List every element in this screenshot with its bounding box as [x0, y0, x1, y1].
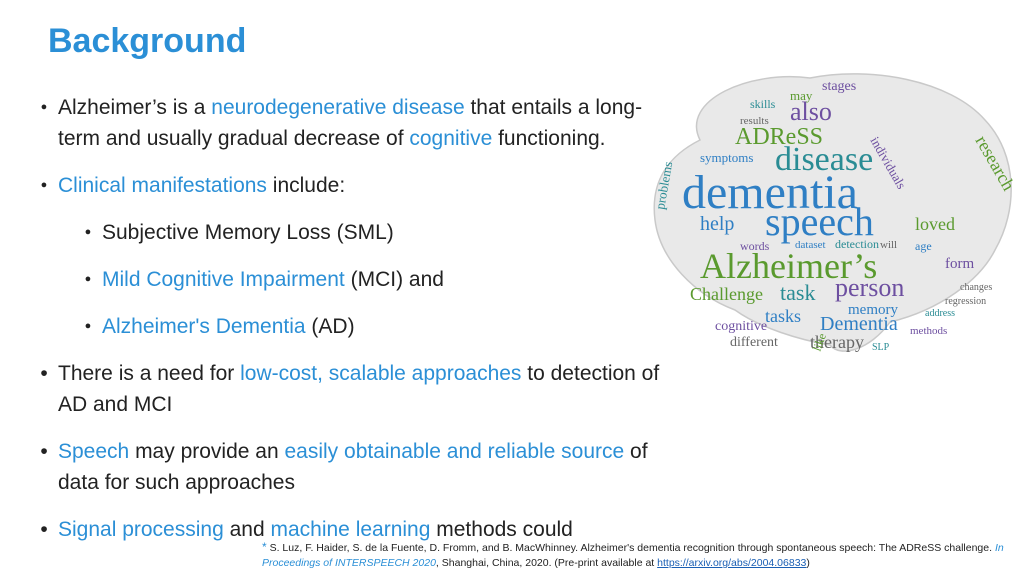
cloud-word: therapy: [810, 332, 864, 352]
cloud-word: skills: [750, 97, 776, 111]
cloud-word: also: [790, 97, 832, 126]
highlight: cognitive: [409, 127, 493, 150]
cloud-word: task: [780, 280, 815, 305]
highlight: easily obtainable and reliable source: [284, 440, 625, 463]
bullet-dot-icon: ●: [84, 226, 92, 238]
bullet-list: ● Alzheimer’s is a neurodegenerative dis…: [36, 92, 666, 545]
cloud-word: Dementia: [820, 313, 898, 335]
cloud-word: may: [790, 88, 813, 103]
text: (MCI) and: [344, 268, 444, 291]
highlight: machine learning: [270, 518, 431, 541]
text: may provide an: [129, 440, 285, 463]
text: that entails a long-term and usually gra…: [58, 96, 643, 150]
cloud-word: loved: [915, 214, 955, 234]
text: to detection of AD and MCI: [58, 362, 660, 416]
citation-footnote: * S. Luz, F. Haider, S. de la Fuente, D.…: [262, 540, 1022, 571]
bullet-signal-processing: • Signal processing and machine learning…: [36, 514, 666, 545]
cloud-word: tasks: [765, 306, 801, 326]
cloud-word: stages: [822, 79, 856, 94]
cloud-word: person: [835, 273, 904, 302]
cloud-word: form: [945, 256, 974, 272]
brain-word-cloud: may stages skills also results ADReSS sy…: [652, 73, 1018, 353]
bullet-dot-icon: ●: [40, 101, 48, 113]
bullet-speech-source: • Speech may provide an easily obtainabl…: [36, 436, 666, 498]
footnote-close: ): [806, 557, 810, 569]
bullet-small-dot-icon: •: [40, 362, 48, 385]
text: There is a need for: [58, 362, 241, 385]
text: of data for such approaches: [58, 440, 648, 494]
highlight: Speech: [58, 440, 130, 463]
sub-bullet-sml: ● Subjective Memory Loss (SML): [80, 217, 666, 248]
cloud-word: ADReSS: [735, 124, 823, 150]
highlight: Alzheimer's Dementia: [102, 315, 306, 338]
bullet-low-cost-need: • There is a need for low-cost, scalable…: [36, 358, 666, 420]
cloud-word: dementia: [682, 166, 858, 219]
cloud-word: SLP: [872, 342, 890, 353]
bullet-clinical-manifestations: ● Clinical manifestations include:: [36, 170, 666, 201]
text: and: [223, 518, 271, 541]
cloud-word: different: [730, 335, 778, 350]
cloud-word: methods: [910, 325, 947, 337]
footnote-venue: In Proceedings of INTERSPEECH 2020: [262, 542, 1004, 569]
highlight: neurodegenerative disease: [211, 96, 465, 119]
text: Subjective Memory Loss (SML): [102, 221, 394, 244]
cloud-word: address: [925, 308, 955, 319]
footnote-star: *: [262, 540, 267, 554]
brain-silhouette: [653, 73, 1012, 352]
bullet-small-dot-icon: •: [40, 440, 48, 463]
arxiv-link[interactable]: https://arxiv.org/abs/2004.06833: [657, 557, 807, 569]
cloud-word: age: [915, 239, 932, 253]
cloud-word: will: [880, 239, 897, 251]
bullet-small-dot-icon: •: [40, 518, 48, 541]
cloud-word: Alzheimer’s: [700, 246, 877, 286]
cloud-word: cognitive: [715, 319, 767, 334]
cloud-word: words: [740, 239, 770, 253]
bullet-dot-icon: ●: [40, 179, 48, 191]
footnote-place: , Shanghai, China, 2020. (Pre-print avai…: [435, 557, 658, 569]
text: functioning.: [492, 127, 606, 150]
footnote-authors: S. Luz, F. Haider, S. de la Fuente, D. F…: [266, 542, 995, 554]
highlight: Mild Cognitive Impairment: [102, 268, 345, 291]
cloud-word: results: [740, 115, 769, 127]
cloud-word: memory: [848, 302, 898, 318]
cloud-word: symptoms: [700, 150, 753, 165]
text: methods could: [430, 518, 573, 541]
text: Alzheimer’s is a: [58, 96, 212, 119]
bullet-alzheimers-definition: ● Alzheimer’s is a neurodegenerative dis…: [36, 92, 666, 154]
bullet-dot-icon: ●: [84, 320, 92, 332]
bullet-dot-icon: ●: [84, 273, 92, 285]
sub-bullet-ad: ● Alzheimer's Dementia (AD): [80, 311, 666, 342]
highlight: Signal processing: [58, 518, 224, 541]
cloud-word: Challenge: [690, 284, 763, 304]
cloud-word: help: [700, 213, 734, 235]
text: (AD): [305, 315, 355, 338]
cloud-word: regression: [945, 296, 986, 307]
cloud-word: changes: [960, 282, 992, 293]
cloud-word: disease: [775, 141, 873, 178]
cloud-word: dataset: [795, 239, 826, 251]
cloud-word: detection: [835, 237, 879, 251]
text: include:: [266, 174, 346, 197]
sub-bullet-mci: ● Mild Cognitive Impairment (MCI) and: [80, 264, 666, 295]
cloud-word: speech: [765, 199, 874, 244]
slide-title: Background: [48, 22, 247, 60]
highlight: Clinical manifestations: [58, 174, 267, 197]
highlight: low-cost, scalable approaches: [240, 362, 522, 385]
cloud-word: like: [810, 331, 829, 353]
